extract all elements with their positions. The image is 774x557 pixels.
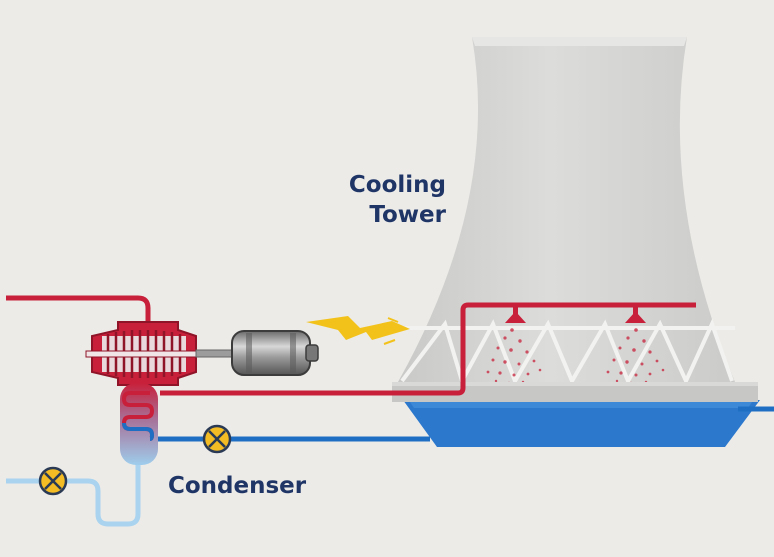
steam-pipe (6, 295, 151, 322)
cooling-tower-label: Cooling Tower (330, 170, 446, 230)
turbine-icon (85, 321, 205, 386)
valve-x-icon (38, 466, 68, 496)
cooling-tower-label-line2: Tower (369, 202, 446, 228)
hot-water-pipe (160, 302, 696, 396)
cooling-tower-label-line1: Cooling (348, 172, 446, 198)
tower-shell (398, 37, 735, 382)
basin-slab (392, 382, 758, 402)
valve-x-icon (202, 424, 232, 454)
cold-water-pipe (150, 406, 774, 442)
lightning-bolt-icon (306, 316, 410, 345)
generator-icon (231, 330, 319, 376)
return-pipe (6, 462, 141, 527)
cooling-tower (398, 37, 735, 387)
cooling-basin (392, 382, 760, 447)
tower-rim (472, 37, 687, 46)
basin-water (403, 400, 760, 447)
spray-nozzle-icon (505, 305, 646, 323)
spray-droplets (486, 328, 665, 385)
condenser (120, 383, 158, 465)
condenser-label: Condenser (168, 473, 307, 499)
